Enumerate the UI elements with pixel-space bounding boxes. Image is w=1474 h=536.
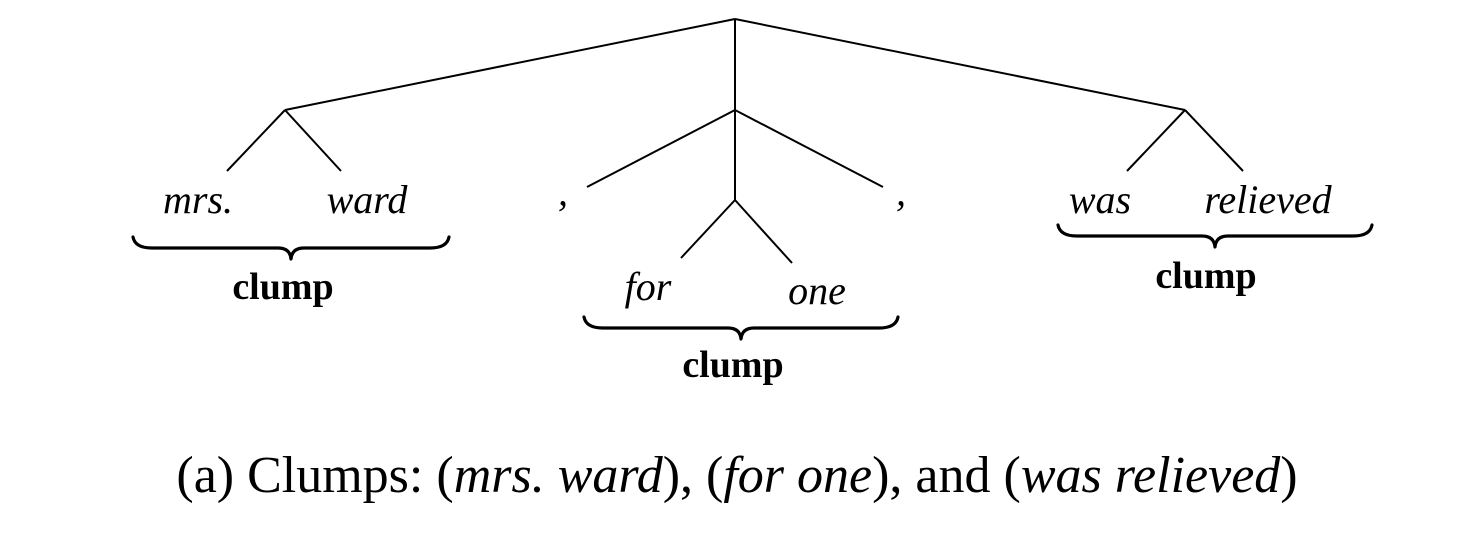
- caption-sep-1: ), (: [662, 447, 724, 504]
- edge-inner-for: [680, 199, 736, 259]
- clump-label-right: clump: [1155, 255, 1256, 297]
- edge-middle-comma-right: [734, 109, 884, 188]
- edge-root-right: [734, 18, 1186, 111]
- caption-clump-1: mrs. ward: [453, 447, 663, 504]
- clump-brace-middle: [582, 315, 900, 341]
- clump-label-left: clump: [232, 266, 333, 308]
- edge-right-relieved: [1184, 109, 1244, 172]
- caption-prefix: (a) Clumps: (: [176, 447, 454, 504]
- edge-middle-comma-left: [586, 109, 736, 188]
- word-relieved: relieved: [1204, 177, 1332, 222]
- edge-inner-one: [734, 199, 793, 264]
- caption-suffix: ): [1280, 447, 1298, 504]
- clump-label-middle: clump: [682, 344, 783, 386]
- edge-root-left: [284, 18, 736, 111]
- clump-brace-right: [1056, 223, 1374, 249]
- caption-clump-3: was relieved: [1020, 447, 1281, 504]
- word-one: one: [788, 268, 846, 313]
- figure-caption: (a) Clumps: (mrs. ward), (for one), and …: [0, 446, 1474, 505]
- caption-clump-2: for one: [723, 447, 873, 504]
- edge-right-was: [1126, 109, 1186, 172]
- comma-right: ,: [896, 169, 906, 214]
- edge-left-ward: [284, 109, 342, 172]
- comma-left: ,: [558, 169, 568, 214]
- word-for: for: [625, 264, 672, 309]
- word-ward: ward: [327, 177, 409, 222]
- word-mrs: mrs.: [163, 177, 233, 222]
- clump-brace-left: [131, 235, 451, 261]
- caption-sep-2: ), and (: [872, 447, 1021, 504]
- parse-tree: mrs. ward , , for one was relieved clump…: [131, 18, 1374, 386]
- edge-left-mrs: [226, 109, 286, 172]
- word-was: was: [1069, 177, 1131, 222]
